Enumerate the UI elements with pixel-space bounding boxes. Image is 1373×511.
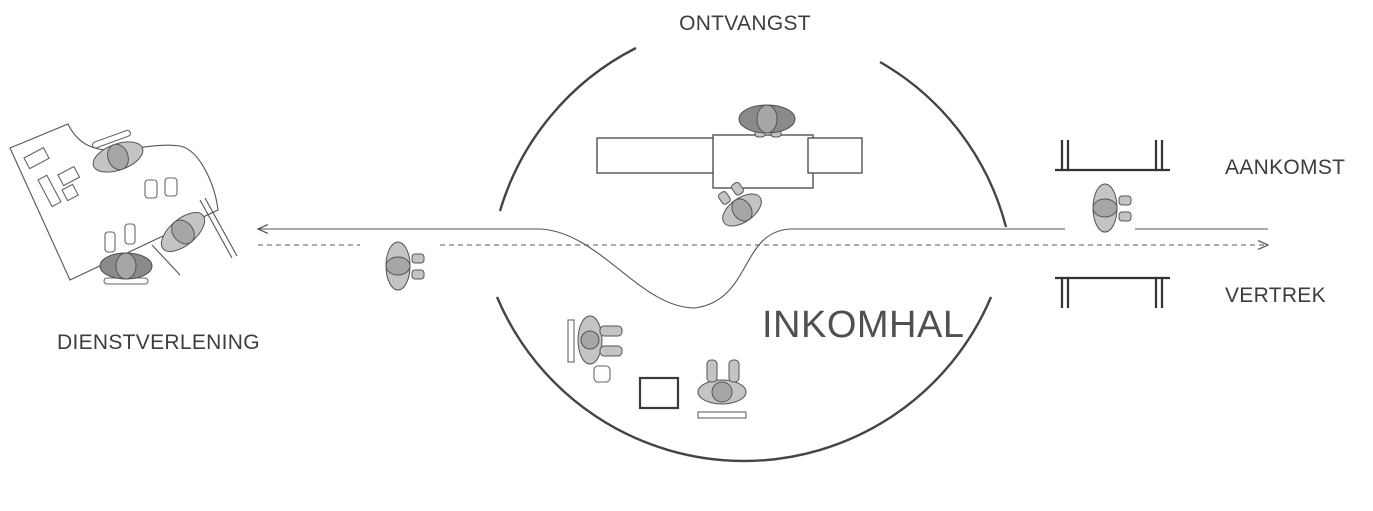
seated-person-right-icon [697, 359, 747, 419]
hall-arc-top [498, 46, 637, 212]
person-visitor-desk-icon [717, 181, 762, 227]
hall-arc-bottom [495, 296, 993, 463]
entrance-door-top [1055, 140, 1170, 172]
label-services: DIENSTVERLENING [57, 331, 260, 354]
label-arrival: AANKOMST [1225, 156, 1345, 179]
service-seated-person-icon [99, 252, 153, 285]
side-table-icon [638, 376, 680, 410]
label-reception: ONTVANGST [679, 12, 811, 35]
seated-person-left-icon [567, 315, 623, 365]
person-arriving-icon [1092, 183, 1132, 233]
arrival-route [258, 229, 1268, 309]
person-receptionist-icon [738, 104, 796, 138]
small-stool-icon [593, 365, 611, 383]
service-visitor-icon [160, 212, 206, 252]
entrance-door-bottom [1055, 276, 1170, 308]
person-walking-icon [385, 241, 425, 291]
label-entrance-hall: INKOMHAL [762, 304, 964, 346]
services-area [9, 123, 238, 281]
service-staff-icon [91, 129, 144, 173]
hall-arc-top-right [879, 60, 1008, 228]
label-departure: VERTREK [1225, 284, 1326, 307]
reception-desk [596, 134, 863, 189]
